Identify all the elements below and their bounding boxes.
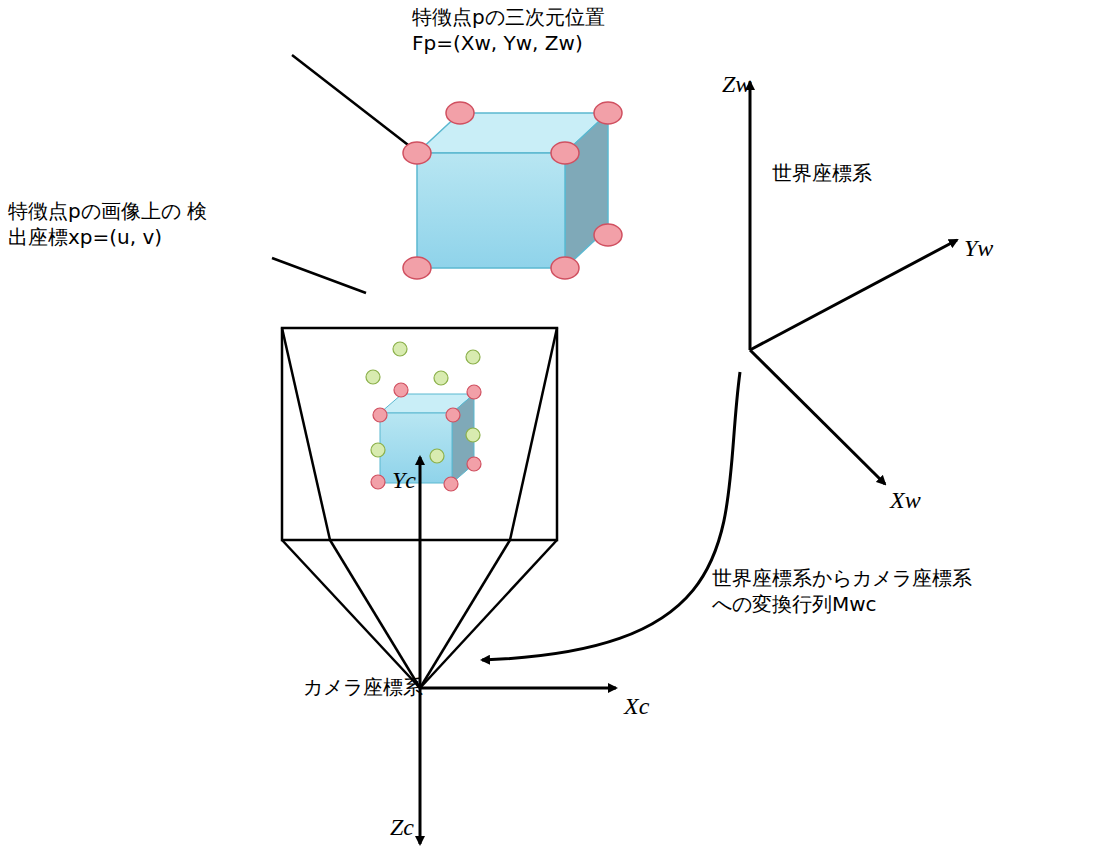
- camera-frame-label: カメラ座標系: [303, 674, 423, 700]
- leader-line: [292, 55, 412, 148]
- axis-label: Yc: [392, 468, 416, 492]
- transform-label: 世界座標系からカメラ座標系への変換行列Mwc: [712, 565, 984, 617]
- leader-line: [272, 258, 366, 293]
- axis-label: Zw: [722, 72, 751, 96]
- world-frame-label: 世界座標系: [772, 160, 872, 186]
- feature-3d-label: 特徴点pの三次元位置 Fp=(Xw, Yw, Zw): [412, 4, 627, 56]
- axis-label: Xc: [624, 694, 649, 718]
- image-cube: [366, 342, 481, 491]
- cube: [403, 102, 622, 279]
- axis-label: Xw: [890, 488, 921, 512]
- camera-frustum: [282, 328, 557, 688]
- axis-label: Yw: [964, 236, 993, 260]
- transform-arrow: [482, 372, 740, 660]
- axis-label: Zc: [390, 815, 414, 839]
- feature-image-label: 特徴点pの画像上の 検出座標xp=(u, v): [8, 198, 208, 250]
- camera-axes: [420, 457, 616, 844]
- world-axes: [750, 82, 957, 484]
